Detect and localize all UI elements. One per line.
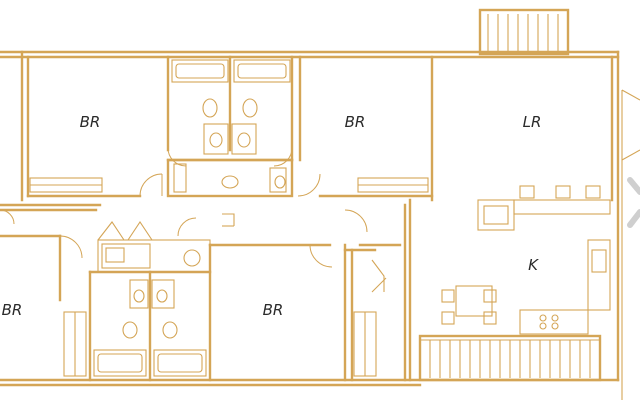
balcony-bottom (418, 334, 602, 382)
room-label-br-bottom-left: BR (2, 301, 23, 319)
room-label-br-top-left: BR (80, 113, 101, 131)
laundry (97, 221, 211, 273)
doors (0, 147, 368, 268)
room-label-k: K (528, 256, 539, 274)
room-label-lr: LR (523, 113, 542, 131)
hall-marker (222, 213, 235, 227)
room-label-br-bottom-mid: BR (263, 301, 284, 319)
bottom-bath-fixtures (63, 259, 387, 377)
heater-top-left (29, 177, 103, 193)
room-label-br-top-mid: BR (345, 113, 366, 131)
kitchen-fixtures (441, 185, 611, 335)
balcony-top (478, 8, 570, 56)
right-edge-structure (621, 89, 640, 400)
top-bath-fixtures (171, 59, 291, 193)
heater-top-mid (357, 177, 429, 193)
